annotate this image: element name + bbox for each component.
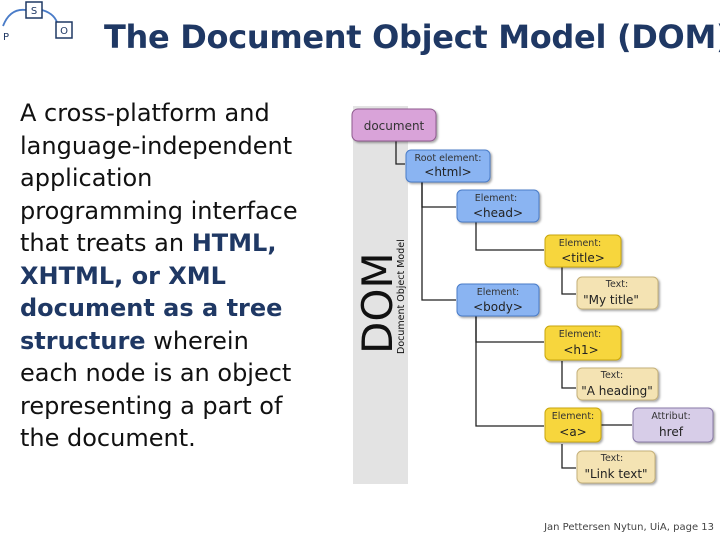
node-href-attribute-value: href (659, 425, 684, 439)
node-root-html-label: Root element: (415, 153, 482, 164)
node-title-text: Text: "My title" (576, 276, 659, 310)
node-a: Element: <a> (544, 407, 602, 443)
node-title-element: Element: <title> (544, 234, 622, 268)
logo-icon: S P O (2, 1, 73, 43)
node-h1: Element: <h1> (544, 325, 622, 361)
page-title: The Document Object Model (DOM) (104, 18, 720, 56)
logo-letter-o: O (60, 26, 68, 37)
node-a-value: <a> (559, 425, 586, 439)
node-body-value: <body> (473, 300, 523, 314)
dom-tree-diagram: DOM Document Object Model document Root … (351, 106, 714, 484)
node-root-html: Root element: <html> (405, 149, 491, 183)
body-text-highlight: HTML, XHTML, or XML document as a tree s… (20, 229, 283, 355)
node-head-value: <head> (473, 206, 523, 220)
node-a-label: Element: (552, 411, 595, 422)
node-h1-text: Text: "A heading" (576, 367, 659, 401)
dom-side-title: DOM (353, 252, 402, 354)
node-h1-text-value: "A heading" (581, 384, 653, 398)
node-a-text: Text: "Link text" (576, 450, 656, 484)
node-title-text-label: Text: (605, 279, 628, 290)
dom-side-band (353, 106, 408, 484)
node-href-attribute-label: Attribut: (651, 411, 690, 422)
node-a-text-label: Text: (600, 453, 623, 464)
node-title-text-value: "My title" (583, 293, 639, 307)
footer: Jan Pettersen Nytun, UiA, page 13 (544, 522, 714, 533)
node-document-label: document (364, 119, 425, 133)
dom-side-subtitle: Document Object Model (396, 239, 407, 354)
body-text-part-1: A cross-platform and language-independen… (20, 99, 298, 257)
node-body: Element: <body> (456, 283, 540, 317)
node-a-text-value: "Link text" (584, 467, 647, 481)
tree-connectors (395, 141, 632, 469)
node-h1-text-label: Text: (600, 370, 623, 381)
node-document: document (351, 108, 437, 142)
node-root-html-value: <html> (424, 165, 471, 179)
node-title-element-label: Element: (559, 238, 602, 249)
body-text: A cross-platform and language-independen… (20, 97, 312, 455)
node-h1-value: <h1> (563, 343, 598, 357)
body-text-part-2: wherein each node is an object represent… (20, 326, 292, 453)
node-head-label: Element: (475, 193, 518, 204)
node-title-element-value: <title> (561, 251, 605, 265)
logo-letter-p: P (3, 32, 9, 43)
node-h1-label: Element: (559, 329, 602, 340)
logo-letter-s: S (31, 6, 37, 17)
node-head: Element: <head> (456, 189, 540, 223)
node-body-label: Element: (477, 287, 520, 298)
node-href-attribute: Attribut: href (632, 407, 714, 443)
